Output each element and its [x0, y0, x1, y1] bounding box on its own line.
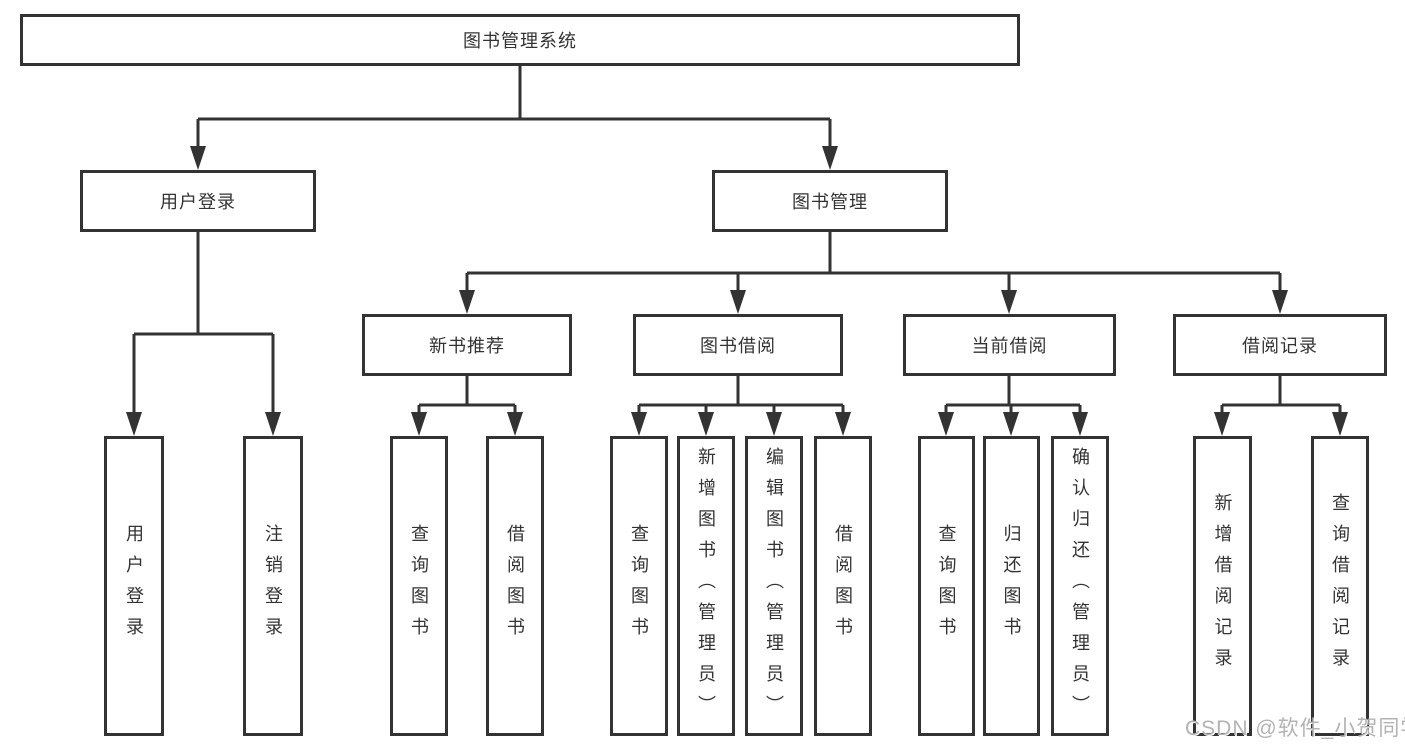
node-user-login: 用户登录 — [80, 170, 316, 232]
leaf-borrow-book-2: 借阅图书 — [814, 436, 872, 736]
node-book-management: 图书管理 — [712, 170, 948, 232]
node-borrow-records: 借阅记录 — [1173, 314, 1387, 376]
csdn-watermark: CSDN @软件_小贺同学 — [1185, 717, 1405, 740]
leaf-add-book-admin: 新增图书（管理员） — [677, 436, 735, 736]
node-new-book-recommend: 新书推荐 — [362, 314, 572, 376]
node-current-borrow: 当前借阅 — [903, 314, 1116, 376]
leaf-user-login: 用户登录 — [104, 436, 164, 736]
node-label: 借阅图书 — [833, 524, 853, 648]
node-book-borrow: 图书借阅 — [633, 314, 843, 376]
leaf-edit-book-admin: 编辑图书（管理员） — [745, 436, 803, 736]
node-label: 借阅图书 — [505, 524, 525, 648]
leaf-add-borrow-record: 新增借阅记录 — [1193, 436, 1252, 736]
node-label: 查询图书 — [629, 524, 649, 648]
leaf-borrow-book-1: 借阅图书 — [486, 436, 544, 736]
node-label: 查询图书 — [409, 524, 429, 648]
node-root-system: 图书管理系统 — [20, 14, 1020, 66]
node-label: 图书管理 — [792, 192, 868, 212]
node-label: 查询图书 — [936, 524, 957, 648]
node-label: 借阅记录 — [1242, 336, 1318, 356]
leaf-logout: 注销登录 — [243, 436, 303, 736]
node-label: 确认归还（管理员） — [1070, 446, 1090, 726]
node-label: 新增借阅记录 — [1212, 493, 1233, 679]
node-label: 新书推荐 — [429, 336, 505, 356]
node-label: 图书借阅 — [700, 336, 776, 356]
node-label: 当前借阅 — [971, 336, 1048, 356]
leaf-return-book: 归还图书 — [983, 436, 1040, 736]
node-label: 新增图书（管理员） — [696, 446, 716, 726]
node-label: 归还图书 — [1001, 524, 1022, 648]
node-label: 查询借阅记录 — [1330, 493, 1350, 679]
leaf-query-book-3: 查询图书 — [918, 436, 975, 736]
leaf-query-book-1: 查询图书 — [390, 436, 448, 736]
leaf-confirm-return-admin: 确认归还（管理员） — [1051, 436, 1109, 736]
node-label: 编辑图书（管理员） — [764, 446, 784, 726]
leaf-query-book-2: 查询图书 — [610, 436, 668, 736]
node-label: 注销登录 — [263, 524, 283, 648]
node-label: 图书管理系统 — [463, 31, 577, 51]
node-label: 用户登录 — [124, 524, 144, 648]
leaf-query-borrow-record: 查询借阅记录 — [1311, 436, 1369, 736]
node-label: 用户登录 — [160, 192, 236, 212]
